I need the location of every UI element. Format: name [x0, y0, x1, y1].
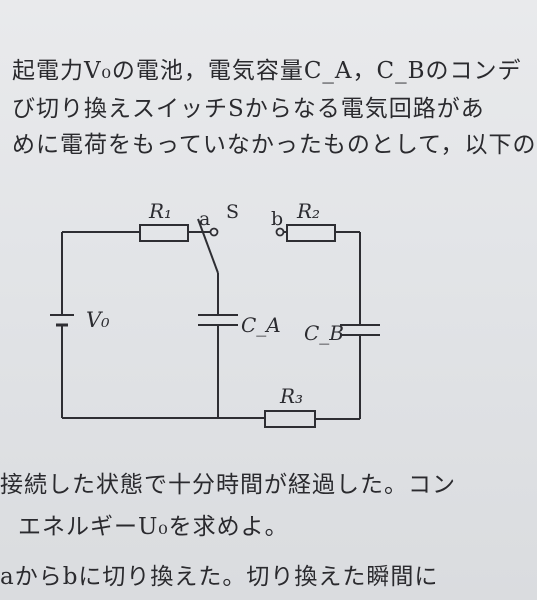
problem-text-line-4: 接続した状態で十分時間が経過した。コン: [0, 472, 456, 498]
problem-text-line-3: めに電荷をもっていなかったものとして，以下の: [12, 132, 537, 158]
r1-label: R₁: [148, 199, 172, 223]
problem-text-line-6: aからbに切り換えた。切り換えた瞬間に: [0, 564, 439, 590]
terminal-b-dot: [275, 227, 285, 237]
switch-label: S: [226, 201, 239, 223]
resistor-r3: [264, 410, 316, 428]
problem-text-line-5: エネルギーU₀を求めよ。: [18, 514, 289, 540]
circuit-wires: [50, 218, 380, 428]
resistor-r2: [286, 224, 336, 242]
problem-text-line-1: 起電力V₀の電池，電気容量C_A，C_Bのコンデ: [12, 58, 522, 84]
cb-label: C_B: [304, 321, 344, 345]
terminal-b-label: b: [271, 208, 283, 230]
battery-label: V₀: [86, 308, 110, 332]
circuit-diagram: R₁ a S b R₂ V₀ C_A C_B R₃: [50, 199, 380, 428]
ca-label: C_A: [241, 313, 281, 337]
textbook-page: 起電力V₀の電池，電気容量C_A，C_Bのコンデ び切り換えスイッチSからなる電…: [0, 58, 537, 590]
terminal-a-dot: [209, 227, 219, 237]
resistor-r1: [139, 224, 189, 242]
r3-label: R₃: [279, 384, 303, 408]
terminal-a-label: a: [199, 208, 210, 230]
problem-text-line-2: び切り換えスイッチSからなる電気回路があ: [12, 96, 485, 122]
r2-label: R₂: [296, 199, 320, 223]
switch-blade: [197, 218, 219, 274]
